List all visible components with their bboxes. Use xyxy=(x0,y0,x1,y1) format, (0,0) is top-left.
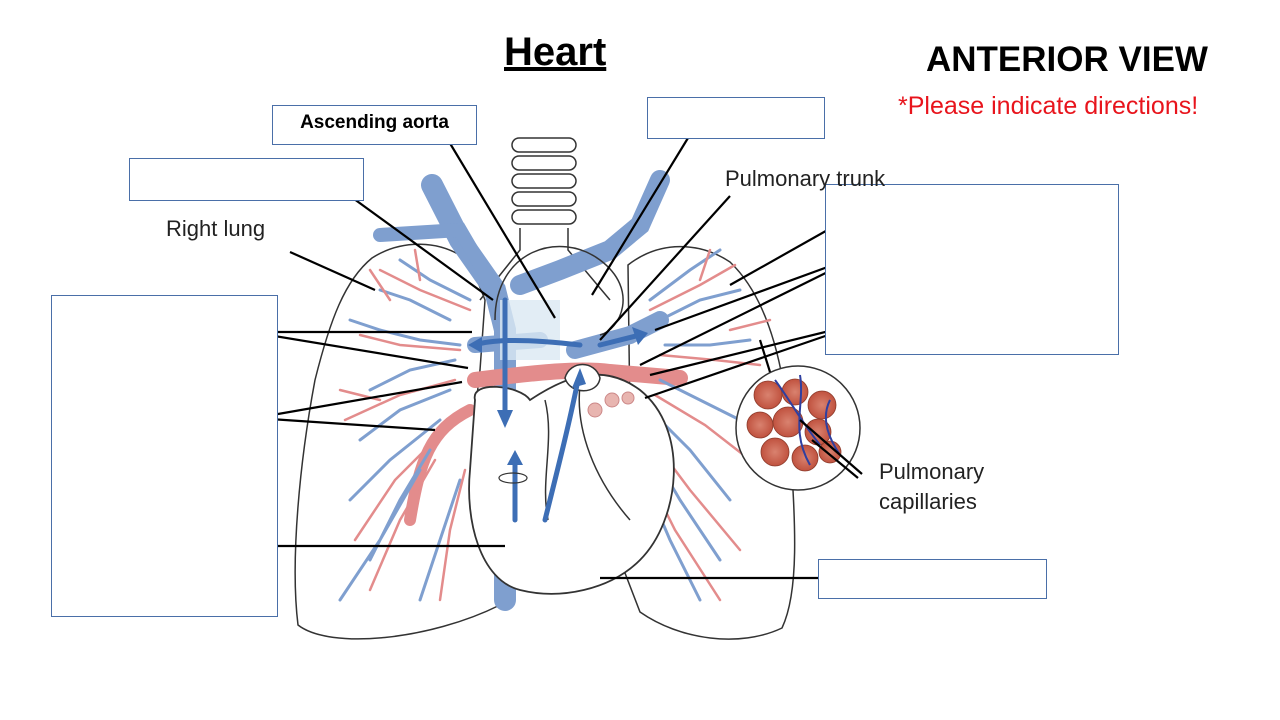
right-lung-outline xyxy=(294,243,501,640)
page-title: Heart xyxy=(504,30,607,74)
blank-label-box-4[interactable] xyxy=(51,295,278,617)
instruction-note: *Please indicate directions! xyxy=(898,92,1199,120)
aorta-shading xyxy=(500,300,560,360)
trachea xyxy=(479,137,611,301)
right-lung-vessels xyxy=(338,248,472,602)
pulmonary-trunk-label: Pulmonary trunk xyxy=(725,166,886,191)
ascending-aorta-label: Ascending aorta xyxy=(300,112,449,133)
blank-label-box-2[interactable] xyxy=(129,158,364,201)
arrowheads xyxy=(468,327,648,465)
tricuspid-ring xyxy=(498,472,528,484)
atrium-dots xyxy=(587,391,635,418)
pulmonary-capillaries-line1: Pulmonary xyxy=(879,459,985,484)
view-title: ANTERIOR VIEW xyxy=(926,40,1208,79)
leader-lines xyxy=(240,137,867,580)
pulmonary-capillaries-label: Pulmonary capillaries xyxy=(879,457,984,517)
heart-outline xyxy=(468,373,675,595)
pulmonary-capillaries-line2: capillaries xyxy=(879,489,977,514)
label-box-ascending-aorta[interactable]: Ascending aorta xyxy=(272,105,477,145)
blank-label-box-5[interactable] xyxy=(818,559,1047,599)
capillary-magnifier xyxy=(735,365,861,491)
blank-label-box-1[interactable] xyxy=(647,97,825,139)
right-lung-label: Right lung xyxy=(166,216,266,241)
blank-label-box-3[interactable] xyxy=(825,184,1119,355)
